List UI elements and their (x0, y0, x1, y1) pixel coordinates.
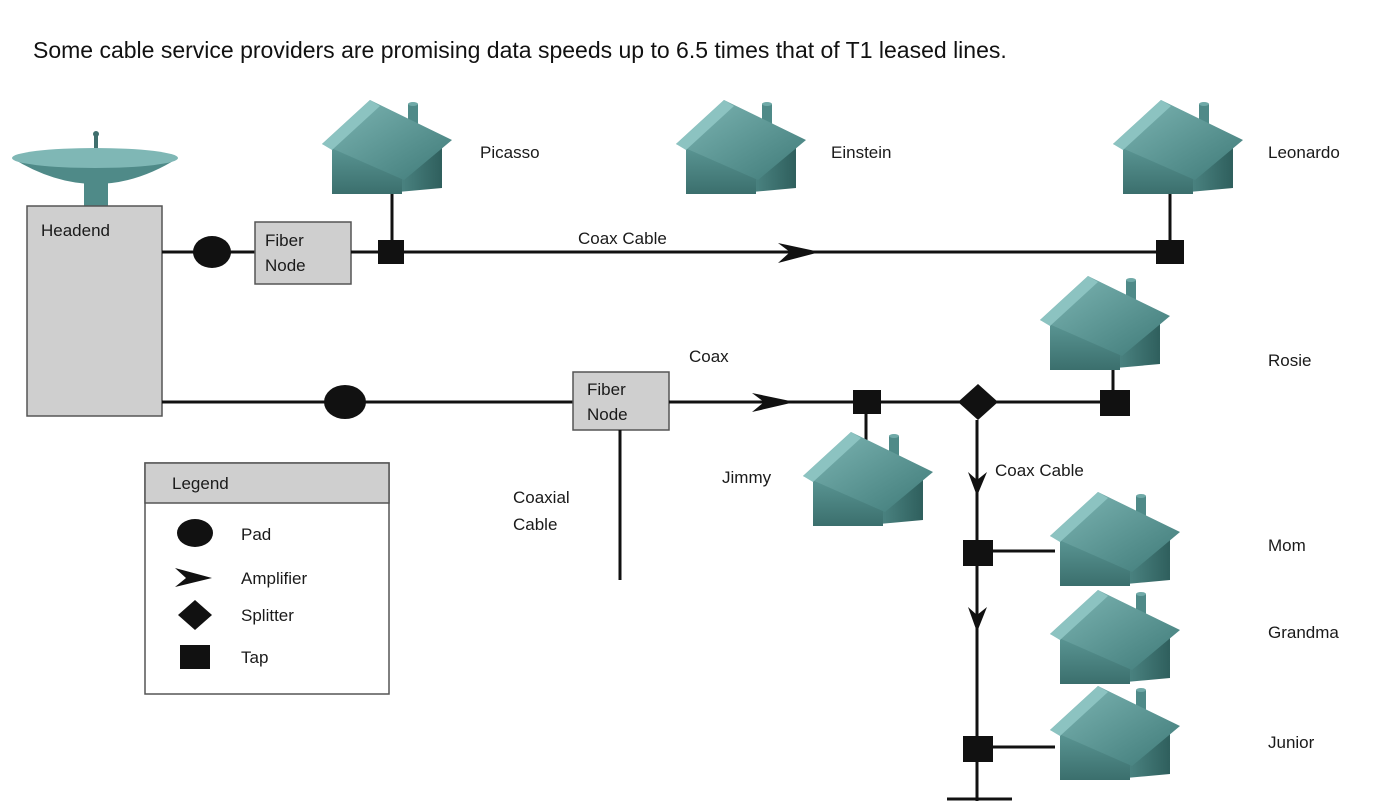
house-label-mom: Mom (1268, 536, 1306, 555)
tap-symbol (963, 736, 993, 762)
fiber-node-1-label-line1: Fiber (265, 231, 304, 250)
house-label-picasso: Picasso (480, 143, 540, 162)
legend-pad-icon (177, 519, 213, 547)
splitter-symbol (958, 384, 998, 420)
legend-tap-icon (180, 645, 210, 669)
legend: Legend Pad Amplifier Splitter Tap (144, 462, 390, 695)
tap-symbol (853, 390, 881, 414)
amplifier-symbol (968, 607, 987, 632)
tap-symbol (1100, 390, 1130, 416)
house-leonardo-icon (1113, 100, 1243, 194)
house-label-jimmy: Jimmy (722, 468, 772, 487)
pad-symbol (324, 385, 366, 419)
house-label-leonardo: Leonardo (1268, 143, 1340, 162)
tap-symbol (378, 240, 404, 264)
coaxial-cable-label-line2: Cable (513, 515, 557, 534)
fiber-node-1-label-line2: Node (265, 256, 306, 275)
coax-cable-vertical-label: Coax Cable (995, 461, 1084, 480)
amplifier-symbol (778, 243, 820, 263)
caption-text: Some cable service providers are promisi… (33, 37, 1007, 63)
coax-cable-top-label: Coax Cable (578, 229, 667, 248)
tap-symbol (1156, 240, 1184, 264)
house-junior-icon (1050, 686, 1180, 780)
house-einstein-icon (676, 100, 806, 194)
headend-label: Headend (41, 221, 110, 240)
legend-title: Legend (172, 474, 229, 493)
legend-amplifier-icon (175, 568, 212, 587)
house-label-grandma: Grandma (1268, 623, 1339, 642)
legend-item-pad: Pad (241, 525, 271, 544)
amplifier-symbol (752, 393, 795, 412)
legend-item-splitter: Splitter (241, 606, 294, 625)
headend-box (26, 205, 163, 417)
house-grandma-icon (1050, 590, 1180, 684)
house-label-einstein: Einstein (831, 143, 891, 162)
legend-item-amplifier: Amplifier (241, 569, 307, 588)
fiber-node-1-box (254, 221, 352, 285)
house-rosie-icon (1040, 276, 1170, 370)
coax-label: Coax (689, 347, 729, 366)
house-jimmy-icon (803, 432, 933, 526)
house-label-rosie: Rosie (1268, 351, 1311, 370)
house-label-junior: Junior (1268, 733, 1315, 752)
pad-symbol (193, 236, 231, 268)
amplifier-symbol (968, 472, 987, 496)
coaxial-cable-label-line1: Coaxial (513, 488, 570, 507)
house-mom-icon (1050, 492, 1180, 586)
legend-item-tap: Tap (241, 648, 268, 667)
fiber-node-2-label-line2: Node (587, 405, 628, 424)
fiber-node-2-label-line1: Fiber (587, 380, 626, 399)
tap-symbol (963, 540, 993, 566)
legend-splitter-icon (178, 600, 212, 630)
house-picasso-icon (322, 100, 452, 194)
satellite-dish-icon (12, 131, 178, 208)
